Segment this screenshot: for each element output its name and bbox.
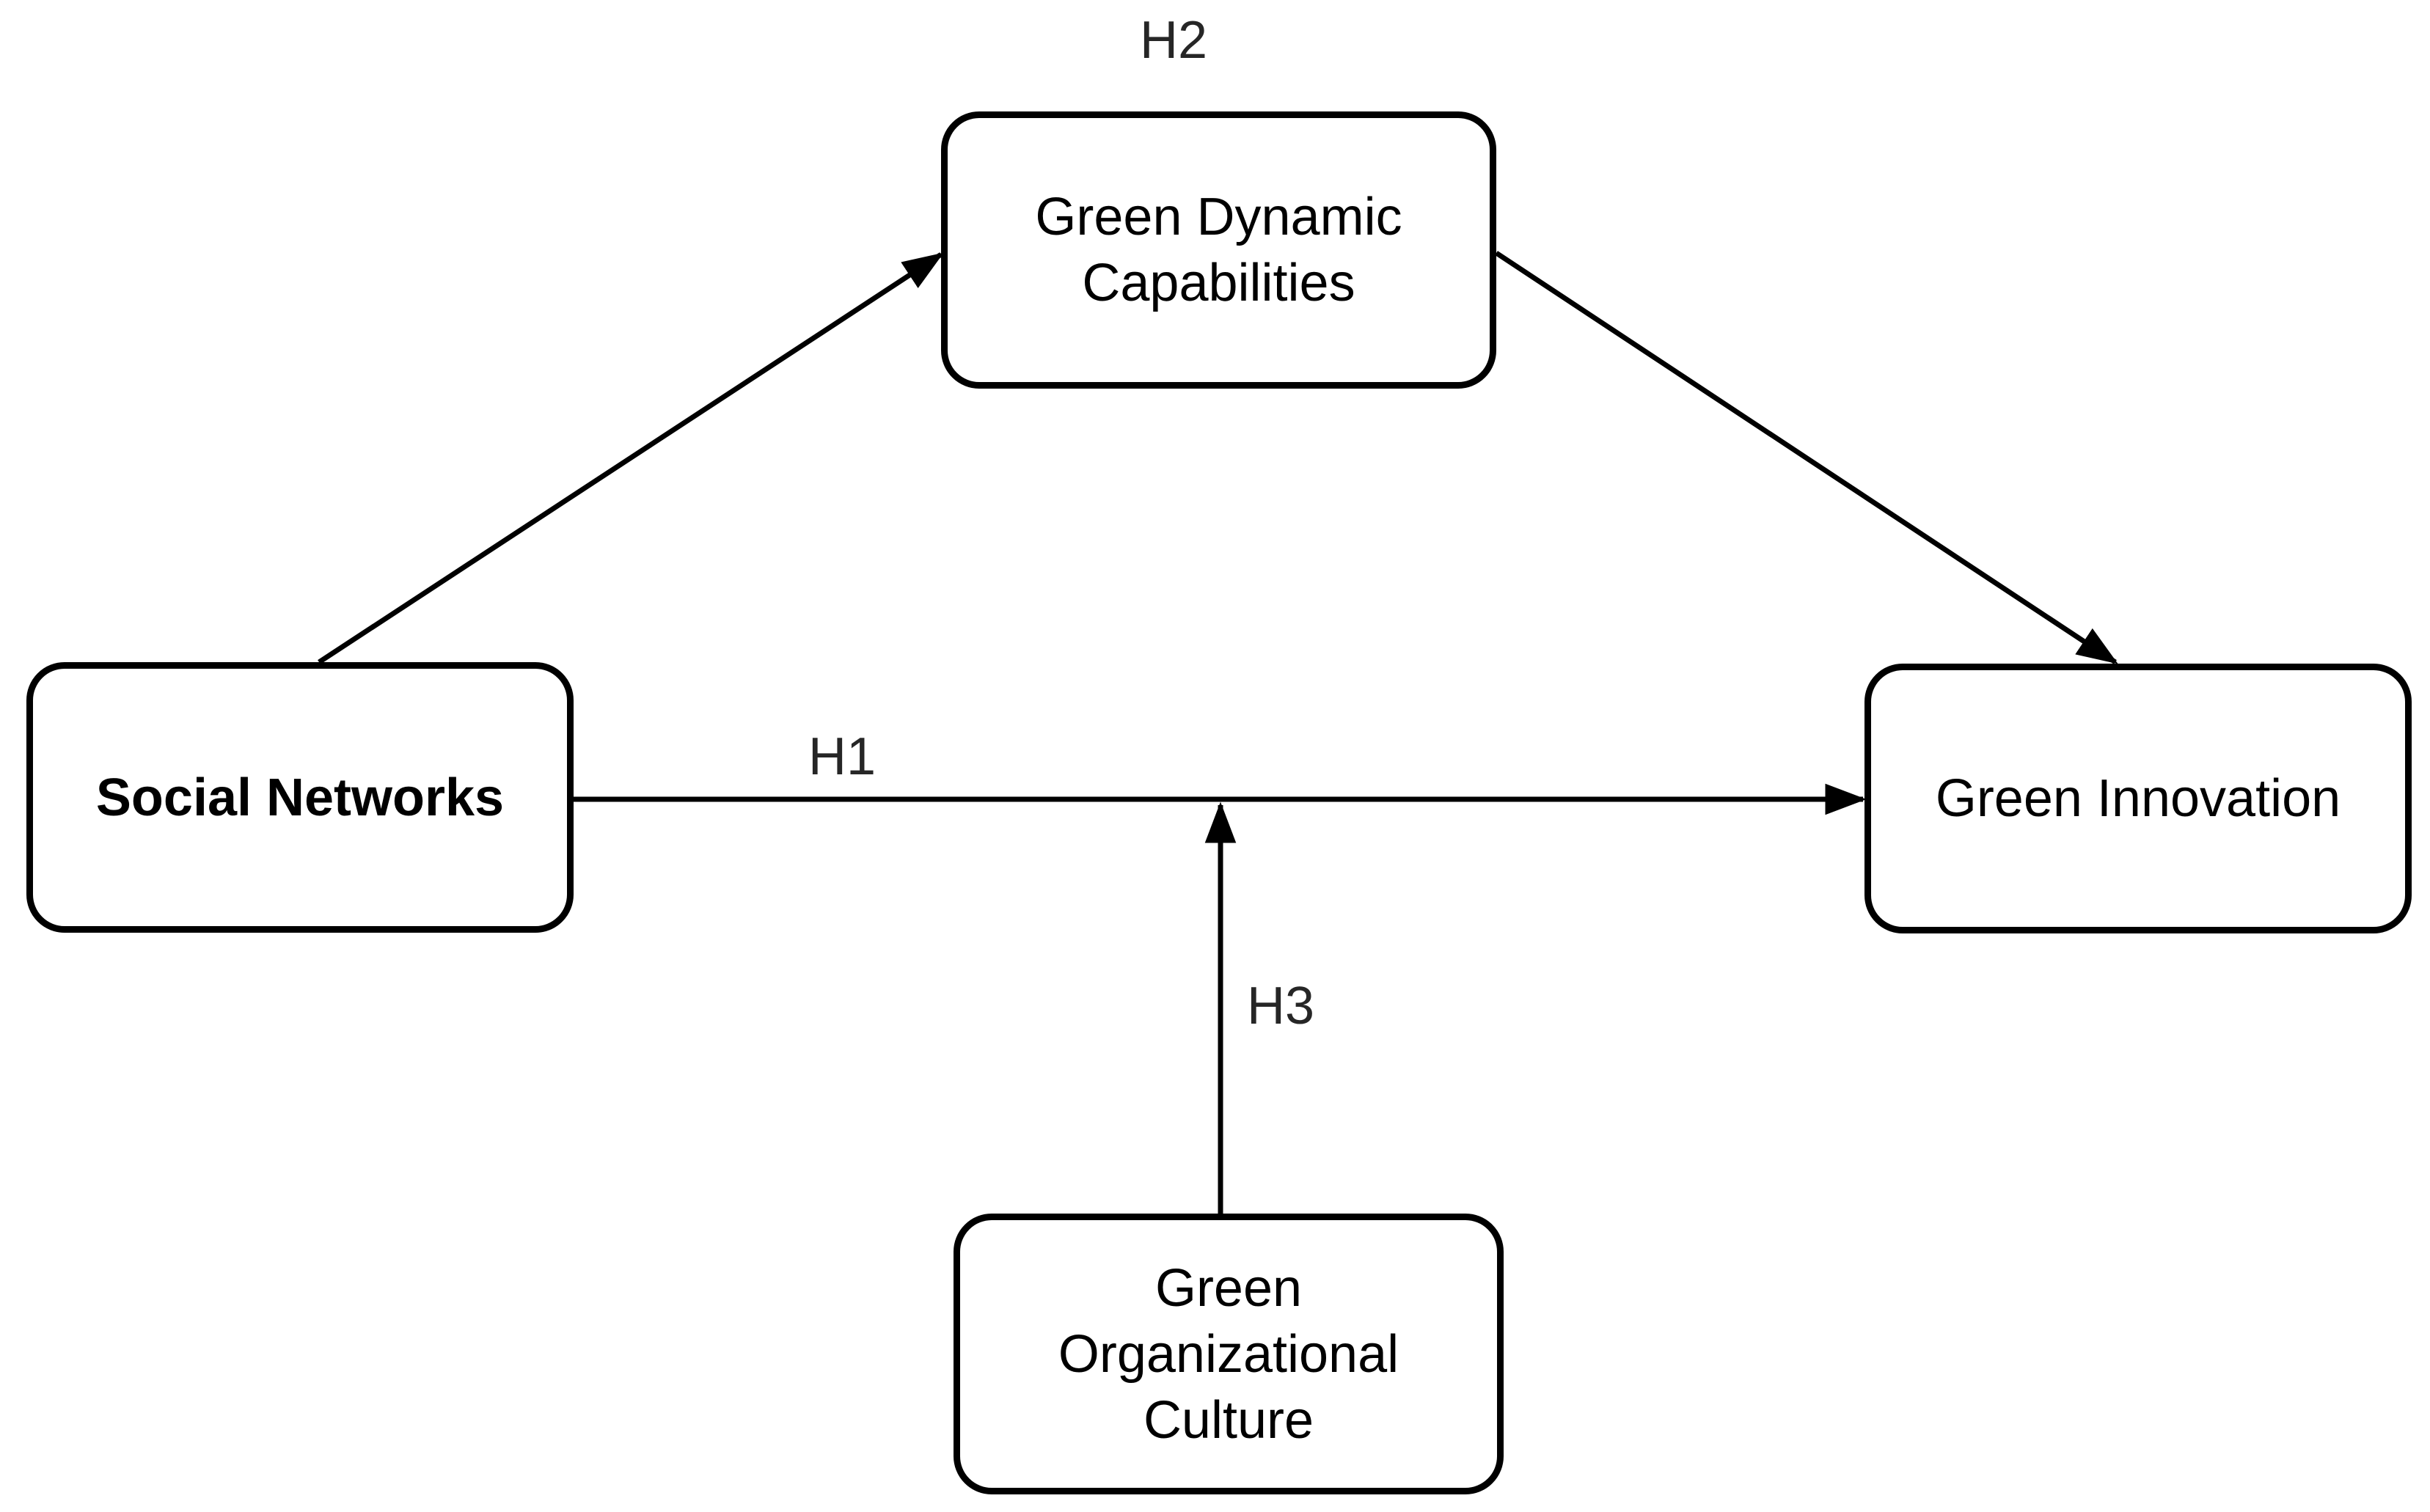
edge-label-h3: H3 — [1246, 977, 1315, 1035]
node-label-social-networks: Social Networks — [95, 768, 505, 827]
node-green-dynamic-capabilities: Green Dynamic Capabilities — [941, 111, 1496, 389]
node-green-innovation: Green Innovation — [1864, 664, 2412, 933]
node-green-organizational-culture: Green Organizational Culture — [954, 1214, 1504, 1494]
edge-label-h2: H2 — [1139, 11, 1208, 70]
node-label-green-dynamic-capabilities: Green Dynamic Capabilities — [1035, 188, 1402, 312]
edge-gdc-to-innovation — [1495, 251, 2118, 664]
node-label-green-organizational-culture: Green Organizational Culture — [1058, 1258, 1399, 1450]
node-social-networks: Social Networks — [26, 662, 574, 933]
edge-label-h1: H1 — [808, 727, 877, 786]
edge-social-to-gdc — [318, 252, 944, 664]
node-label-green-innovation: Green Innovation — [1935, 769, 2341, 828]
